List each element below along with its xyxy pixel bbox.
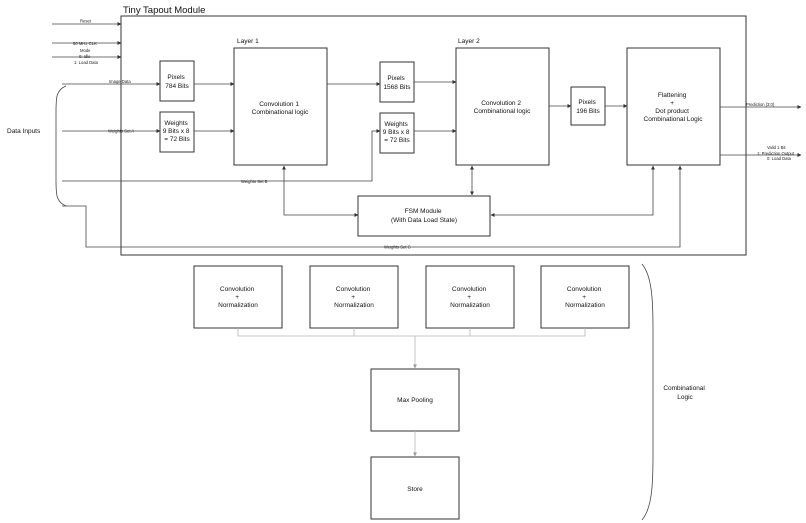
conv-norm-box-4 (540, 265, 630, 329)
conv2-line-1: Convolution 2 (481, 100, 521, 107)
fsm-to-conv1-arrow (282, 165, 359, 217)
pixels-196-line-1: Pixels (578, 99, 596, 106)
mode-label: Mode 0: Idle 1: Load Data (74, 48, 99, 65)
conv-norm-box-3 (425, 265, 515, 329)
conv-norm-text-3: Convolution + Normalization (450, 286, 490, 309)
pixels-784-line-2: 784 Bits (165, 83, 189, 90)
conv1-box (233, 47, 328, 166)
weights-b-line-3: = 72 Bits (384, 137, 410, 144)
conv1-line-1: Convolution 1 (259, 101, 299, 108)
pixels-1568-line-2: 1568 Bits (383, 84, 411, 91)
combinational-logic-line-1: Combinational (663, 385, 705, 392)
valid-label-line-3: 0: Load Data (767, 156, 792, 161)
pixels-196-line-2: 196 Bits (576, 108, 600, 115)
conv-norm-3-line-3: Normalization (450, 302, 490, 309)
conv-norm-2-line-2: + (351, 294, 355, 301)
flatten-line-4: Combinational Logic (644, 116, 704, 123)
conv-norm-1-line-2: + (235, 294, 239, 301)
flatten-line-2: + (670, 100, 674, 107)
weights-b-box (379, 112, 415, 154)
mode-label-line-3: 1: Load Data (74, 60, 99, 65)
store-box (370, 456, 460, 520)
clk-label: 50 MHz CLK (73, 41, 97, 46)
pixels-784-text: Pixels 784 Bits (165, 74, 189, 90)
weights-a-box (159, 111, 195, 153)
weights-a-label: Weights Set A (108, 129, 134, 134)
mode-label-line-1: Mode (80, 48, 91, 53)
max-pooling-label: Max Pooling (397, 397, 433, 404)
conv-norm-4-line-1: Convolution (567, 286, 602, 293)
data-inputs-brace (55, 85, 67, 207)
pixels-196-text: Pixels 196 Bits (576, 99, 600, 115)
flatten-line-1: Flattening (658, 92, 687, 99)
conv-norm-1-line-1: Convolution (220, 286, 255, 293)
weights-c-arrow (62, 165, 682, 248)
fsm-box (357, 195, 491, 237)
pixels-784-box (159, 60, 195, 102)
store-label: Store (407, 486, 423, 493)
weights-b-label: Weights Set B (241, 179, 268, 184)
layer-1-label: Layer 1 (237, 38, 259, 45)
fsm-line-2: (With Data Load State) (391, 217, 457, 224)
conv-norm-4-line-3: Normalization (565, 302, 605, 309)
conv-norm-box-2 (309, 265, 399, 329)
conv2-text: Convolution 2 Combinational logic (474, 100, 531, 115)
conv-norm-merge-line (237, 328, 586, 337)
weights-b-line-1: Weights (384, 121, 408, 128)
conv1-line-2: Combinational logic (252, 109, 309, 116)
conv-norm-text-2: Convolution + Normalization (334, 286, 374, 309)
conv-norm-text-1: Convolution + Normalization (218, 286, 258, 309)
weights-a-text: Weights 9 Bits x 8 = 72 Bits (163, 120, 192, 143)
weights-b-line-2: 9 Bits x 8 (383, 129, 410, 136)
valid-label-line-2: 1: Prediction Output (757, 151, 795, 156)
combinational-logic-line-2: Logic (677, 394, 693, 401)
conv-norm-4-line-2: + (582, 294, 586, 301)
valid-label: Valid 1 Bit 1: Prediction Output 0: Load… (757, 145, 795, 161)
weights-a-line-2: 9 Bits x 8 (163, 128, 190, 135)
conv-norm-text-4: Convolution + Normalization (565, 286, 605, 309)
conv-norm-2-line-1: Convolution (336, 286, 371, 293)
conv2-line-2: Combinational logic (474, 108, 531, 115)
conv-norm-box-1 (193, 265, 283, 329)
flatten-text: Flattening + Dot product Combinational L… (644, 92, 704, 123)
module-title: Tiny Tapout Module (123, 5, 205, 16)
mode-label-line-2: 0: Idle (79, 54, 91, 59)
conv-norm-3-line-1: Convolution (452, 286, 487, 293)
weights-a-line-3: = 72 Bits (164, 136, 190, 143)
conv2-box (455, 47, 550, 166)
conv-norm-1-line-3: Normalization (218, 302, 258, 309)
flatten-line-3: Dot product (655, 108, 689, 115)
pixels-1568-text: Pixels 1568 Bits (383, 75, 411, 91)
fsm-to-flatten-arrow (490, 165, 655, 217)
prediction-label: Prediction [3:0] (746, 102, 774, 107)
pixels-1568-box (379, 61, 415, 103)
pixels-1568-line-1: Pixels (387, 75, 405, 82)
pixels-784-line-1: Pixels (167, 74, 185, 81)
combinational-logic-label: Combinational Logic (663, 385, 706, 401)
weights-a-line-1: Weights (164, 120, 188, 127)
conv-norm-2-line-3: Normalization (334, 302, 374, 309)
max-pooling-box (370, 368, 460, 432)
data-inputs-label: Data Inputs (7, 128, 41, 135)
weights-b-arrow (62, 129, 381, 182)
fsm-line-1: FSM Module (405, 208, 442, 215)
weights-b-text: Weights 9 Bits x 8 = 72 Bits (383, 121, 412, 144)
valid-label-line-1: Valid 1 Bit (767, 145, 786, 150)
fsm-text: FSM Module (With Data Load State) (391, 208, 457, 224)
combinational-logic-bracket (641, 263, 654, 521)
module-frame (120, 15, 747, 256)
weights-c-label: Weights Set C (384, 245, 411, 250)
flatten-box (626, 47, 721, 166)
layer-2-label: Layer 2 (458, 38, 480, 45)
image-data-label: Image Data (109, 79, 131, 84)
reset-label: Reset (80, 19, 92, 24)
conv-norm-3-line-2: + (467, 294, 471, 301)
conv1-text: Convolution 1 Combinational logic (252, 101, 309, 116)
pixels-196-box (570, 86, 606, 126)
